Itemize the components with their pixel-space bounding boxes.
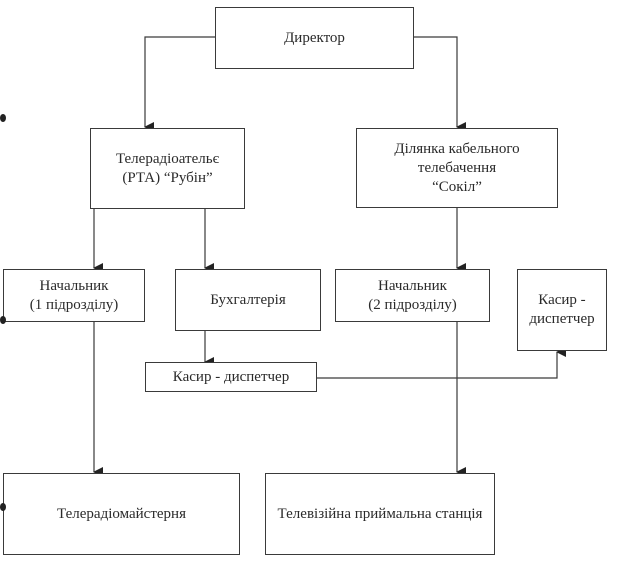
edge-director-rta	[144, 36, 215, 132]
node-head-2: Начальник (2 підрозділу)	[335, 269, 490, 322]
node-cashier-right: Касир - диспетчер	[517, 269, 607, 351]
node-cable-tv: Ділянка кабельного телебачення “Сокіл”	[356, 128, 558, 208]
edge-cashier-cashier	[316, 347, 566, 379]
scan-artifact	[0, 114, 6, 122]
node-director: Директор	[215, 7, 414, 69]
scan-artifact	[0, 503, 6, 511]
node-accounting: Бухгалтерія	[175, 269, 321, 331]
scan-artifact	[0, 316, 6, 324]
node-head-1: Начальник (1 підрозділу)	[3, 269, 145, 322]
node-workshop: Телерадіомайстерня	[3, 473, 240, 555]
edge-director-cable	[414, 36, 466, 132]
node-rta: Телерадіоательє (РТА) “Рубін”	[90, 128, 245, 209]
node-cashier-middle: Касир - диспетчер	[145, 362, 317, 392]
node-station: Телевізійна приймальна станція	[265, 473, 495, 555]
